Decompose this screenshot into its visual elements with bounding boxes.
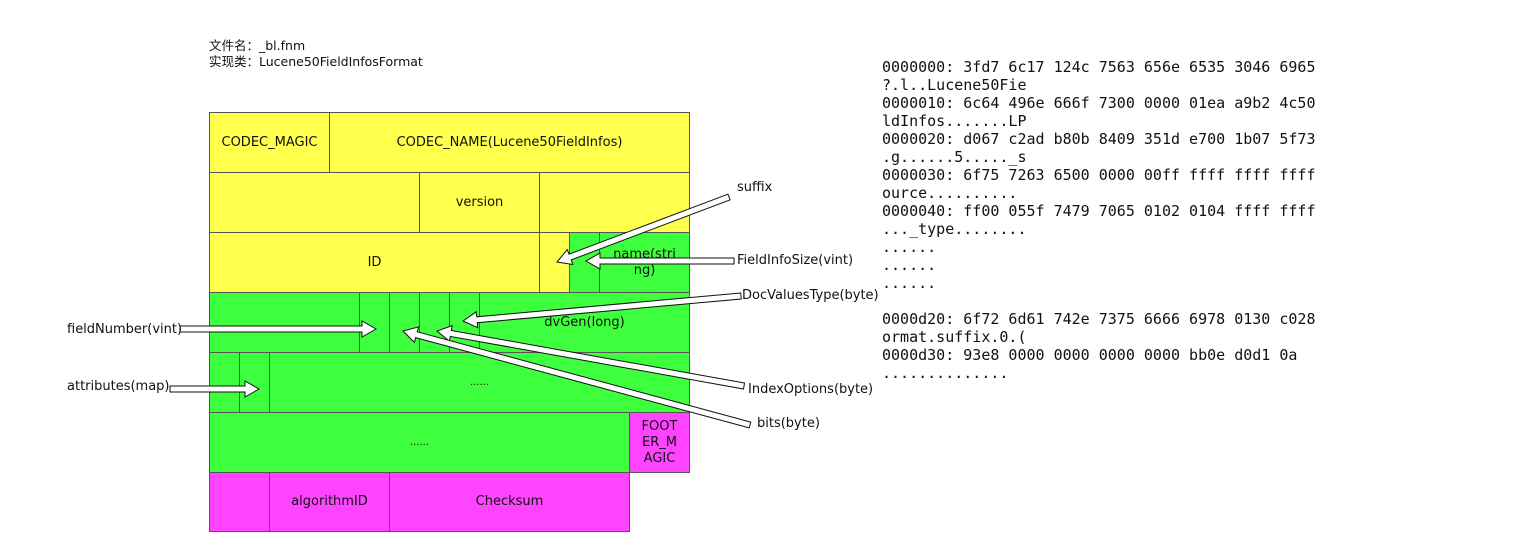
suffix-label: suffix [737,180,773,195]
hexdump-line: ..._type........ [882,220,1027,238]
hexdump-line: 0000040: ff00 055f 7479 7065 0102 0104 f… [882,202,1316,220]
checksum-label: Checksum [475,494,544,509]
hexdump-line: ...... [882,274,937,292]
hexdump-line: 0000000: 3fd7 6c17 124c 7563 656e 6535 3… [882,58,1316,76]
field-info-size-arrow [584,252,735,270]
codec-name-block: CODEC_NAME(Lucene50FieldInfos) [329,112,690,173]
checksum-block: Checksum [389,472,630,532]
row2-left-block [209,172,420,233]
hexdump-line: ?.l..Lucene50Fie [882,76,1027,94]
hexdump-line: .............. [882,364,1009,382]
ellipsis-attrs-label: ...... [469,376,490,388]
dv-gen-label: dvGen(long) [544,314,625,330]
header: 文件名：_bl.fnm 实现类：Lucene50FieldInfosFormat [209,38,423,70]
hexdump-line: 0000d20: 6f72 6d61 742e 7375 6666 6978 0… [882,310,1316,328]
field-info-size-label: FieldInfoSize(vint) [737,253,854,268]
footer-magic-label: FOOTER_MAGIC [641,418,678,466]
codec-name-label: CODEC_NAME(Lucene50FieldInfos) [396,134,623,150]
hexdump-line: 0000010: 6c64 496e 666f 7300 0000 01ea a… [882,94,1316,112]
attributes-label: attributes(map) [67,379,170,394]
ellipsis-footer-label: ...... [409,436,430,448]
index-options-label: IndexOptions(byte) [748,382,874,397]
hexdump-panel: 0000000: 3fd7 6c17 124c 7563 656e 6535 3… [882,58,1315,382]
hexdump-line: ource.......... [882,184,1018,202]
id-label: ID [367,254,382,270]
hexdump-line: 0000d30: 93e8 0000 0000 0000 0000 bb0e d… [882,346,1298,364]
bits-label: bits(byte) [757,416,820,431]
attributes-block [239,352,270,413]
codec-magic-block: CODEC_MAGIC [209,112,330,173]
suffix-arrow [556,193,731,266]
doc-values-type-label: DocValuesType(byte) [742,288,879,303]
field-number-arrow [179,320,378,338]
codec-magic-label: CODEC_MAGIC [221,134,318,150]
hexdump-line: ldInfos.......LP [882,112,1027,130]
id-block: ID [209,232,540,293]
version-block: version [419,172,540,233]
field-number-label: fieldNumber(vint) [67,322,183,337]
impl-class: 实现类：Lucene50FieldInfosFormat [209,54,423,69]
doc-values-type-arrow [461,292,742,329]
hexdump-line: ormat.suffix.0.( [882,328,1027,346]
version-label: version [455,194,504,210]
hexdump-line: ...... [882,238,937,256]
hexdump-line: ...... [882,256,937,274]
ellipsis-footer-block: ...... [209,412,630,473]
algorithm-id-block: algorithmID [269,472,390,532]
hexdump-line [882,292,1315,310]
hexdump-line: 0000030: 6f75 7263 6500 0000 00ff ffff f… [882,166,1316,184]
algorithm-id-label: algorithmID [291,494,368,509]
attributes-arrow [169,380,261,398]
bits-arrow [402,326,752,429]
footer-magic-block: FOOTER_MAGIC [629,412,690,473]
hexdump-line: .g......5....._s [882,148,1027,166]
index-options-arrow [436,324,746,390]
file-name: 文件名：_bl.fnm [209,38,306,53]
hexdump-line: 0000020: d067 c2ad b80b 8409 351d e700 1… [882,130,1316,148]
